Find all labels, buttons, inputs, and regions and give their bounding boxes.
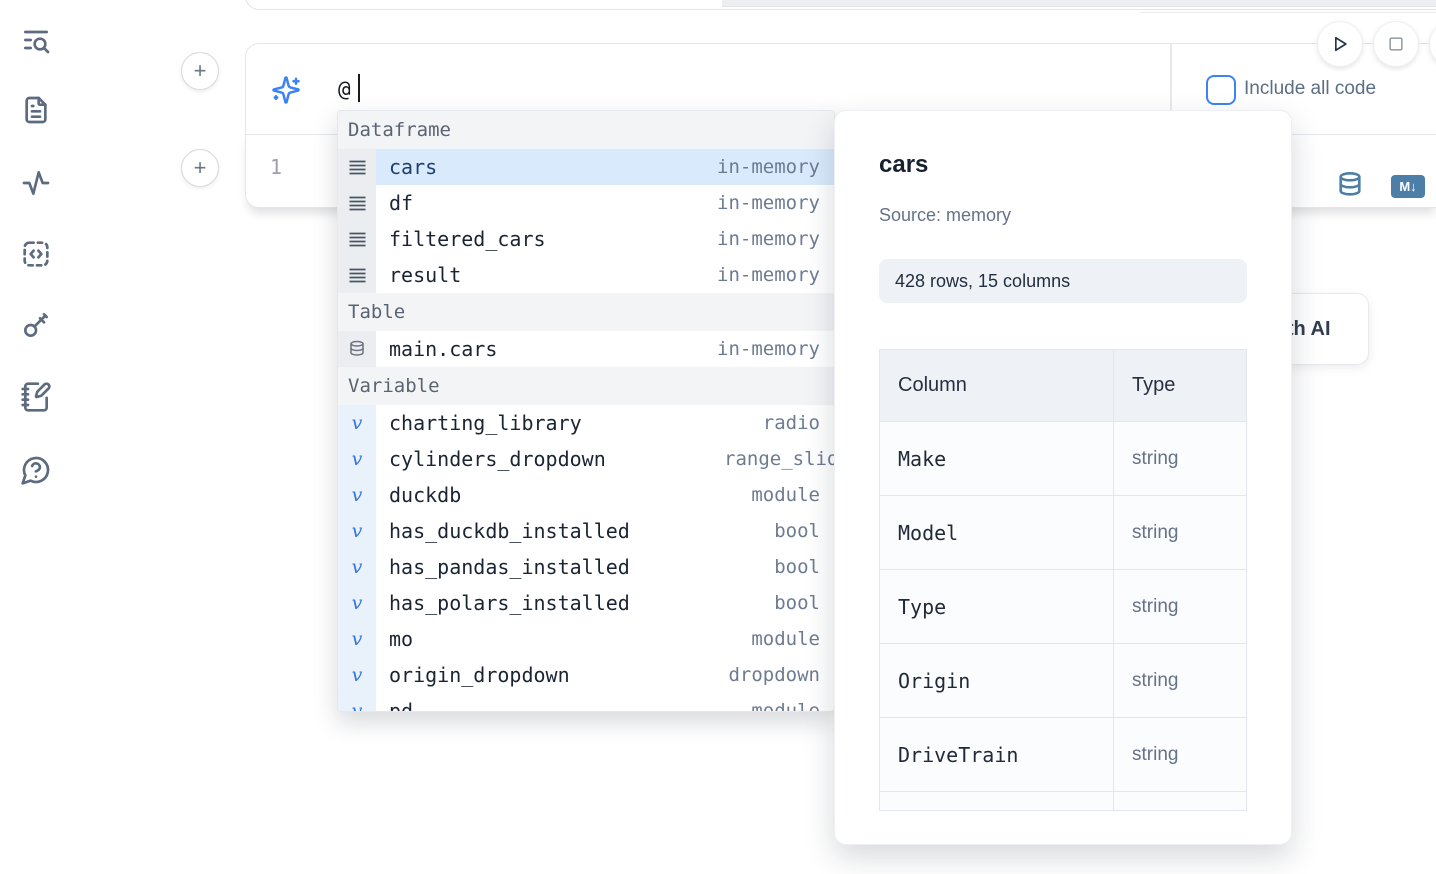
schema-table: Column Type Make string Model string Typ…	[879, 349, 1247, 811]
variable-icon: v	[338, 477, 376, 513]
more-actions-button[interactable]	[1430, 22, 1436, 66]
database-icon[interactable]	[1336, 171, 1364, 199]
dataframe-icon	[338, 185, 376, 221]
variable-icon: v	[338, 405, 376, 441]
schema-header-row: Column Type	[880, 350, 1246, 422]
database-icon	[338, 331, 376, 367]
dataframe-icon	[338, 257, 376, 293]
autocomplete-item-result[interactable]: result in-memory	[338, 257, 834, 293]
section-header-table: Table	[338, 293, 834, 331]
dataframe-icon	[338, 149, 376, 185]
section-header-dataframe: Dataframe	[338, 111, 834, 149]
variable-icon: v	[338, 513, 376, 549]
schema-row-origin: Origin string	[880, 644, 1246, 718]
previous-cell-divider	[1140, 12, 1436, 13]
autocomplete-item-has-pandas-installed[interactable]: v has_pandas_installed bool	[338, 549, 834, 585]
autocomplete-item-df[interactable]: df in-memory	[338, 185, 834, 221]
schema-row-model: Model string	[880, 496, 1246, 570]
stop-button[interactable]	[1374, 22, 1418, 66]
type-header: Type	[1132, 374, 1176, 396]
autocomplete-dropdown: Dataframe cars in-memory df in-memory fi…	[337, 110, 835, 712]
run-cell-button[interactable]	[1318, 22, 1362, 66]
ai-prompt-input[interactable]: @	[338, 77, 351, 101]
dataframe-preview-panel: cars Source: memory 428 rows, 15 columns…	[834, 110, 1292, 845]
add-cell-below-button[interactable]: +	[181, 149, 219, 187]
section-header-variable: Variable	[338, 367, 834, 405]
prompt-divider	[1170, 44, 1172, 134]
activity-icon[interactable]	[20, 167, 52, 199]
autocomplete-item-cars[interactable]: cars in-memory	[338, 149, 834, 185]
column-header: Column	[880, 350, 1114, 421]
autocomplete-item-filtered-cars[interactable]: filtered_cars in-memory	[338, 221, 834, 257]
variable-icon: v	[338, 585, 376, 621]
file-document-icon[interactable]	[20, 94, 52, 126]
variable-icon: v	[338, 621, 376, 657]
schema-row-type: Type string	[880, 570, 1246, 644]
notebook-pen-icon[interactable]	[20, 381, 52, 413]
autocomplete-item-pd[interactable]: v pd module	[338, 693, 834, 711]
schema-row-drivetrain: DriveTrain string	[880, 718, 1246, 792]
autocomplete-item-mo[interactable]: v mo module	[338, 621, 834, 657]
key-icon[interactable]	[20, 309, 52, 341]
variable-icon: v	[338, 657, 376, 693]
play-icon	[1330, 34, 1350, 54]
autocomplete-item-has-polars-installed[interactable]: v has_polars_installed bool	[338, 585, 834, 621]
sparkles-icon	[271, 75, 301, 105]
dataframe-icon	[338, 221, 376, 257]
stop-icon	[1386, 34, 1406, 54]
previous-cell-output-band	[722, 0, 1436, 7]
list-search-icon[interactable]	[20, 24, 52, 56]
line-number: 1	[270, 155, 283, 179]
autocomplete-item-cylinders-dropdown[interactable]: v cylinders_dropdown range_slider	[338, 441, 834, 477]
preview-title: cars	[879, 151, 929, 178]
autocomplete-item-duckdb[interactable]: v duckdb module	[338, 477, 834, 513]
schema-row-make: Make string	[880, 422, 1246, 496]
add-cell-above-button[interactable]: +	[181, 52, 219, 90]
markdown-icon[interactable]: M↓	[1391, 175, 1425, 198]
include-all-code-checkbox[interactable]	[1206, 75, 1236, 105]
autocomplete-item-charting-library[interactable]: v charting_library radio	[338, 405, 834, 441]
schema-row-clipped	[880, 792, 1246, 810]
text-caret	[358, 74, 360, 102]
variable-icon: v	[338, 549, 376, 585]
autocomplete-item-origin-dropdown[interactable]: v origin_dropdown dropdown	[338, 657, 834, 693]
help-chat-icon[interactable]	[20, 454, 52, 486]
autocomplete-item-has-duckdb-installed[interactable]: v has_duckdb_installed bool	[338, 513, 834, 549]
include-all-code-label: Include all code	[1244, 78, 1377, 99]
variable-icon: v	[338, 693, 376, 711]
shape-badge: 428 rows, 15 columns	[879, 259, 1247, 303]
autocomplete-item-main-cars[interactable]: main.cars in-memory	[338, 331, 834, 367]
preview-source: Source: memory	[879, 205, 1012, 225]
variable-icon: v	[338, 441, 376, 477]
code-snippet-icon[interactable]	[20, 238, 52, 270]
